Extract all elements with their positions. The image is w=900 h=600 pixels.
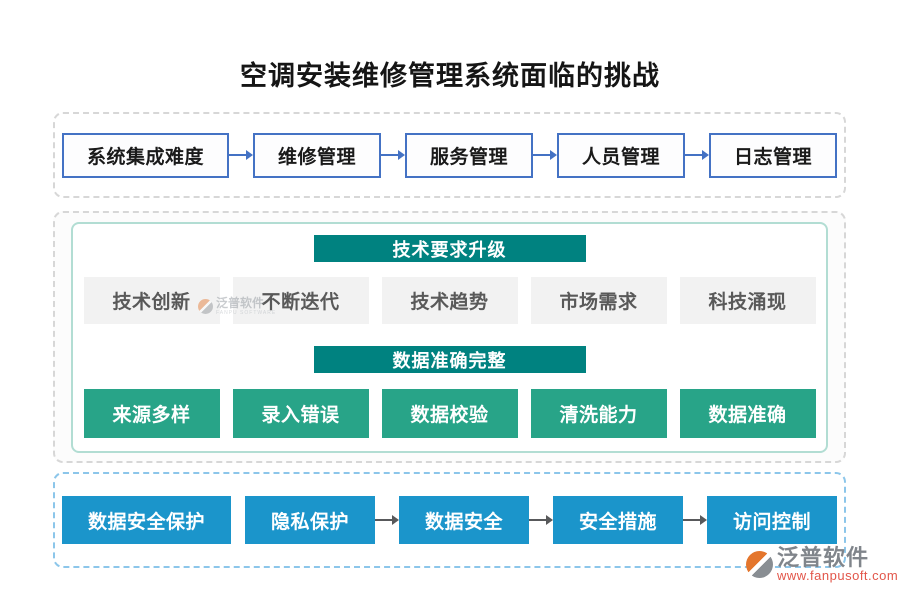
watermark-brand: 泛普软件 [777,545,870,570]
challenge-box-repair-management: 维修管理 [252,132,381,178]
data-chip-accuracy: 数据准确 [679,389,816,438]
data-chip-row: 来源多样 录入错误 数据校验 清洗能力 数据准确 [73,389,826,438]
security-box-data-protection: 数据安全保护 [61,496,231,544]
challenge-flow-row: 系统集成难度 维修管理 服务管理 人员管理 日志管理 [61,132,838,178]
challenge-flow-section: 系统集成难度 维修管理 服务管理 人员管理 日志管理 [53,112,846,198]
arrow-right-icon [374,515,399,525]
watermark-url: www.fanpusoft.com [777,568,899,583]
tech-chip-trend: 技术趋势 [381,277,518,324]
arrow-right-icon [685,150,710,160]
challenge-box-service-management: 服务管理 [404,132,533,178]
tech-chip-iteration: 不断迭代 [232,277,369,324]
fanpu-logo-icon [746,550,773,578]
challenge-box-log-management: 日志管理 [709,132,838,178]
arrow-right-icon [529,515,553,525]
tech-chip-innovation: 技术创新 [83,277,220,324]
security-box-data-security: 数据安全 [398,496,529,544]
challenge-box-personnel-management: 人员管理 [557,132,686,178]
page-title: 空调安装维修管理系统面临的挑战 [240,61,660,91]
middle-inner-panel: 技术要求升级 技术创新 不断迭代 技术趋势 市场需求 科技涌现 数据准确完整 来… [71,222,828,453]
data-chip-cleaning: 清洗能力 [530,389,667,438]
data-chip-validation: 数据校验 [381,389,518,438]
tech-upgrade-header: 技术要求升级 [313,235,586,262]
data-chip-entry-errors: 录入错误 [232,389,369,438]
data-accuracy-header: 数据准确完整 [313,346,586,373]
challenge-box-system-integration: 系统集成难度 [61,132,229,178]
tech-chip-row: 技术创新 不断迭代 技术趋势 市场需求 科技涌现 [73,277,826,324]
security-box-access-control: 访问控制 [707,496,838,544]
middle-outer-section: 技术要求升级 技术创新 不断迭代 技术趋势 市场需求 科技涌现 数据准确完整 来… [53,211,846,463]
data-chip-sources: 来源多样 [83,389,220,438]
tech-chip-market-demand: 市场需求 [530,277,667,324]
security-flow-section: 数据安全保护 隐私保护 数据安全 安全措施 访问控制 [53,472,846,568]
arrow-right-icon [533,150,557,160]
tech-chip-emergence: 科技涌现 [679,277,816,324]
arrow-right-icon [380,150,405,160]
arrow-right-icon [228,150,253,160]
arrow-right-icon [683,515,708,525]
security-box-measures: 安全措施 [553,496,684,544]
security-box-privacy: 隐私保护 [244,496,375,544]
bottom-right-watermark: 泛普软件 www.fanpusoft.com [746,546,898,582]
security-flow-row: 数据安全保护 隐私保护 数据安全 安全措施 访问控制 [61,496,838,544]
